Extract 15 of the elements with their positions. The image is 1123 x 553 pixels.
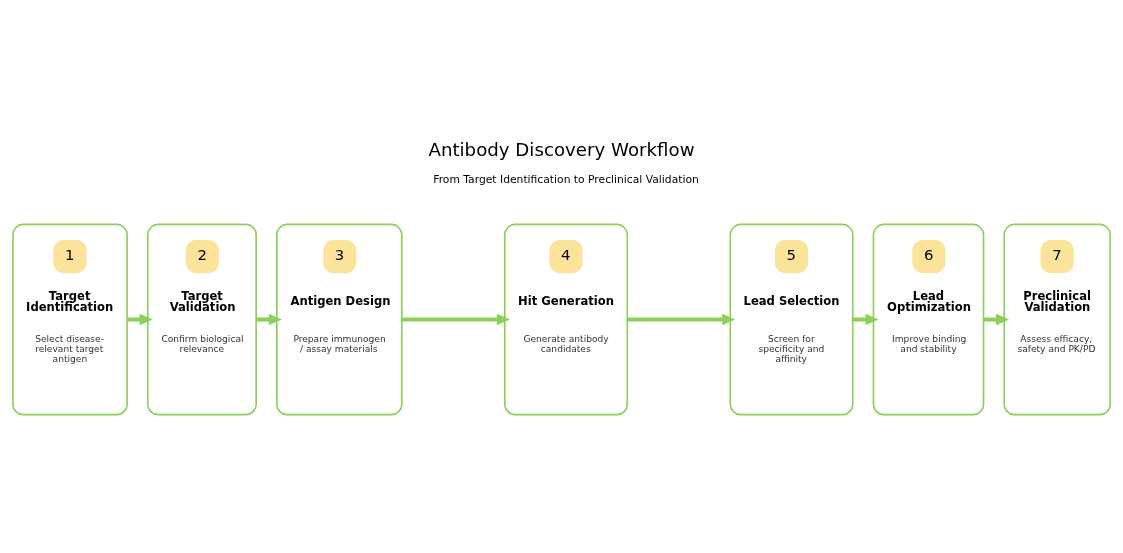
diagram-title: Antibody Discovery Workflow (428, 139, 695, 161)
node-box: 1 Target Identification Select disease-relevant target antigen (12, 223, 128, 416)
node-box: 2 Target Validation Confirm biological relevance (146, 223, 257, 416)
node-box: 3 Antigen Design Prepare immunogen / assay materials (276, 223, 403, 416)
node-box: 7 Preclinical Validation Assess efficacy, safety and PK/PD (1003, 223, 1111, 416)
node-box: 5 Lead Selection Screen for specificity and affinity (729, 223, 854, 416)
arrow (256, 313, 282, 326)
arrow (401, 313, 510, 326)
node-box: 6 Lead Optimization Improve binding and stability (872, 223, 985, 416)
node-box: 4 Hit Generation Generate antibody candidates (504, 223, 629, 416)
label: From Target Identification to Preclinical Validation (433, 172, 699, 186)
arrow (983, 313, 1010, 326)
arrow (627, 313, 736, 326)
arrow (852, 313, 879, 326)
arrow (127, 313, 153, 326)
